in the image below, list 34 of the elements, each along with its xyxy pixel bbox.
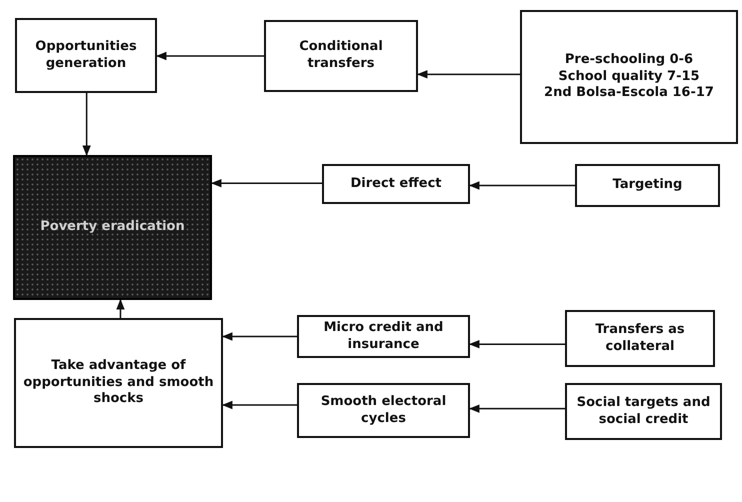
process-box: [565, 310, 715, 367]
process-box: [14, 318, 223, 448]
node-text: Micro credit and insurance: [322, 320, 444, 354]
node-text: Targeting: [612, 177, 682, 194]
process-box: [565, 383, 722, 440]
arrow: [210, 179, 322, 188]
arrow: [116, 298, 125, 318]
node-text: Direct effect: [350, 176, 442, 192]
arrow: [416, 70, 520, 79]
node-text: Poverty eradication: [40, 219, 185, 236]
process-box: [297, 315, 470, 358]
process-box: [520, 10, 738, 144]
arrow: [82, 93, 91, 156]
node-text: Conditional transfers: [298, 39, 384, 73]
process-box: [15, 18, 157, 93]
process-box: [322, 164, 470, 204]
arrow: [222, 332, 297, 341]
node-text: 2nd Bolsa-Escola 16-17: [544, 85, 714, 102]
node-text: School quality 7-15: [558, 68, 700, 86]
process-box: [264, 20, 418, 92]
node-text: Take advantage of opportunities and smooth shocks: [22, 358, 215, 408]
node-text: Opportunities generation: [34, 38, 138, 72]
process-box: [575, 164, 720, 207]
arrow: [156, 52, 264, 60]
node-text: Smooth electoral cycles: [320, 394, 448, 428]
process-box: [297, 383, 470, 438]
node-text: Social targets and social credit: [576, 394, 712, 428]
arrow: [222, 400, 297, 410]
outcome-box: [13, 155, 212, 300]
arrow: [468, 340, 565, 348]
node-text: Pre-schooling 0-6: [564, 52, 694, 69]
arrow: [468, 404, 565, 413]
arrow: [468, 181, 575, 190]
node-text: Transfers as collateral: [594, 322, 686, 356]
